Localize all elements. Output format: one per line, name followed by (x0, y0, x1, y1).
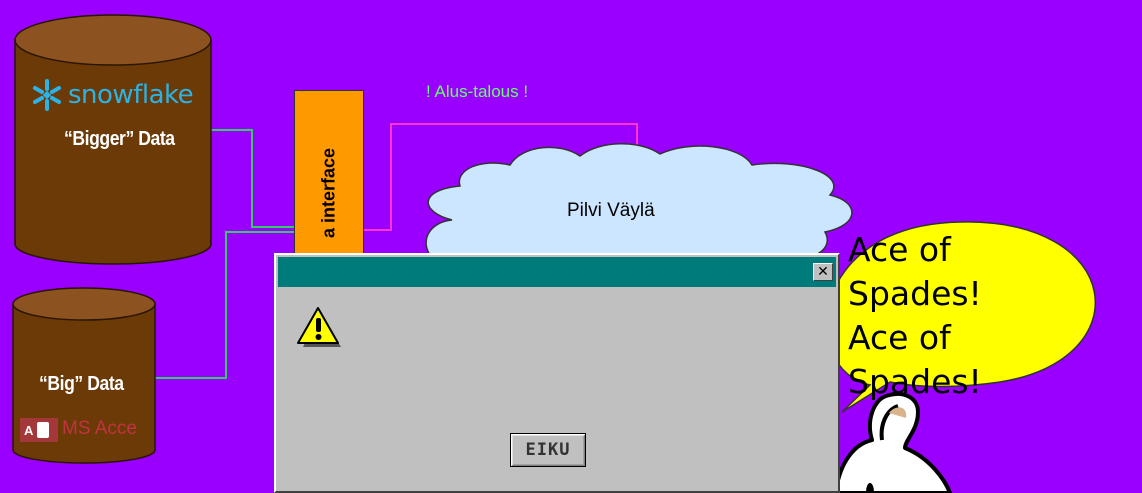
ms-access-icon-stack (37, 422, 50, 438)
warning-dialog: ✕ EIKU (274, 253, 840, 493)
bigger-data-label: “Bigger” Data (64, 128, 175, 150)
speech-bubble-text: Ace of Spades! Ace of Spades! (848, 230, 982, 401)
ms-access-logo-text: MS Acce (62, 418, 137, 439)
close-icon: ✕ (817, 264, 829, 280)
cloud-label: Pilvi Väylä (567, 200, 655, 221)
interface-box: a interface (294, 90, 364, 272)
close-button[interactable]: ✕ (813, 263, 833, 281)
big-data-label: “Big” Data (39, 373, 124, 395)
connector-snowflake-interface (211, 129, 295, 228)
snowflake-logo (30, 78, 64, 117)
snowflake-logo-text: snowflake (68, 80, 194, 110)
connector-interface-cloud (362, 123, 638, 231)
eiku-button[interactable]: EIKU (510, 433, 586, 467)
connector-access-interface (155, 231, 295, 379)
cartoon-character (834, 392, 952, 493)
dialog-titlebar[interactable]: ✕ (278, 257, 836, 287)
interface-label: a interface (318, 147, 339, 239)
alus-talous-label: ! Alus-talous ! (426, 82, 529, 101)
ms-access-icon-letter: A (24, 422, 34, 438)
cloud-shape (425, 143, 853, 260)
warning-icon (296, 305, 346, 356)
snowflake-database (14, 14, 212, 265)
snowflake-icon (33, 79, 61, 111)
ms-access-icon: A (20, 418, 58, 442)
